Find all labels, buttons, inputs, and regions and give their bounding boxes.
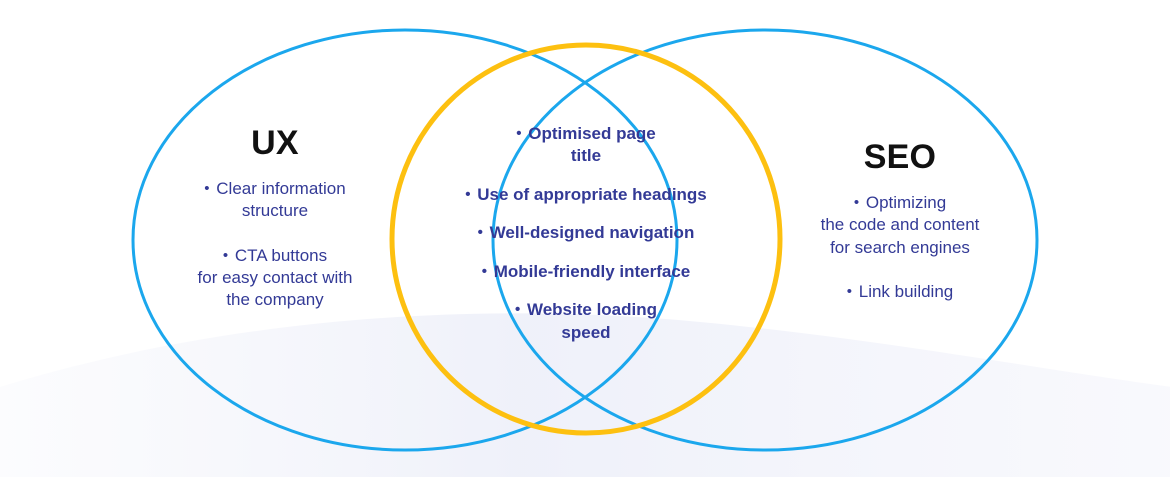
bullet-icon: •: [204, 179, 210, 197]
overlap-item-1: Use of appropriate headings: [477, 184, 707, 204]
bullet-icon: •: [514, 301, 521, 319]
bullet-icon: •: [853, 193, 860, 211]
bullet-icon: •: [465, 185, 471, 203]
bullet-icon: •: [481, 262, 488, 280]
bullet-icon: •: [222, 246, 229, 264]
seo-item-1: Link building: [858, 282, 954, 301]
bullet-icon: •: [516, 125, 522, 142]
overlap-item-3: Mobile-friendly interface: [493, 261, 691, 281]
bullet-icon: •: [846, 283, 852, 300]
overlap-item-2: Well-designed navigation: [489, 223, 695, 243]
center-circle-overlap: [389, 42, 783, 436]
left-circle-ux: [131, 28, 679, 452]
bullet-icon: •: [477, 224, 483, 242]
right-circle-seo: [491, 28, 1039, 452]
list-item: • Link building: [800, 281, 1000, 303]
background-swoosh: [0, 313, 1170, 477]
ux-title: UX: [251, 124, 299, 162]
list-item: • Use of appropriate headings: [420, 184, 752, 206]
seo-title: SEO: [863, 138, 937, 176]
list-item: • Mobile-friendly interface: [420, 261, 752, 283]
list-item: • Well-designed navigation: [420, 222, 752, 244]
